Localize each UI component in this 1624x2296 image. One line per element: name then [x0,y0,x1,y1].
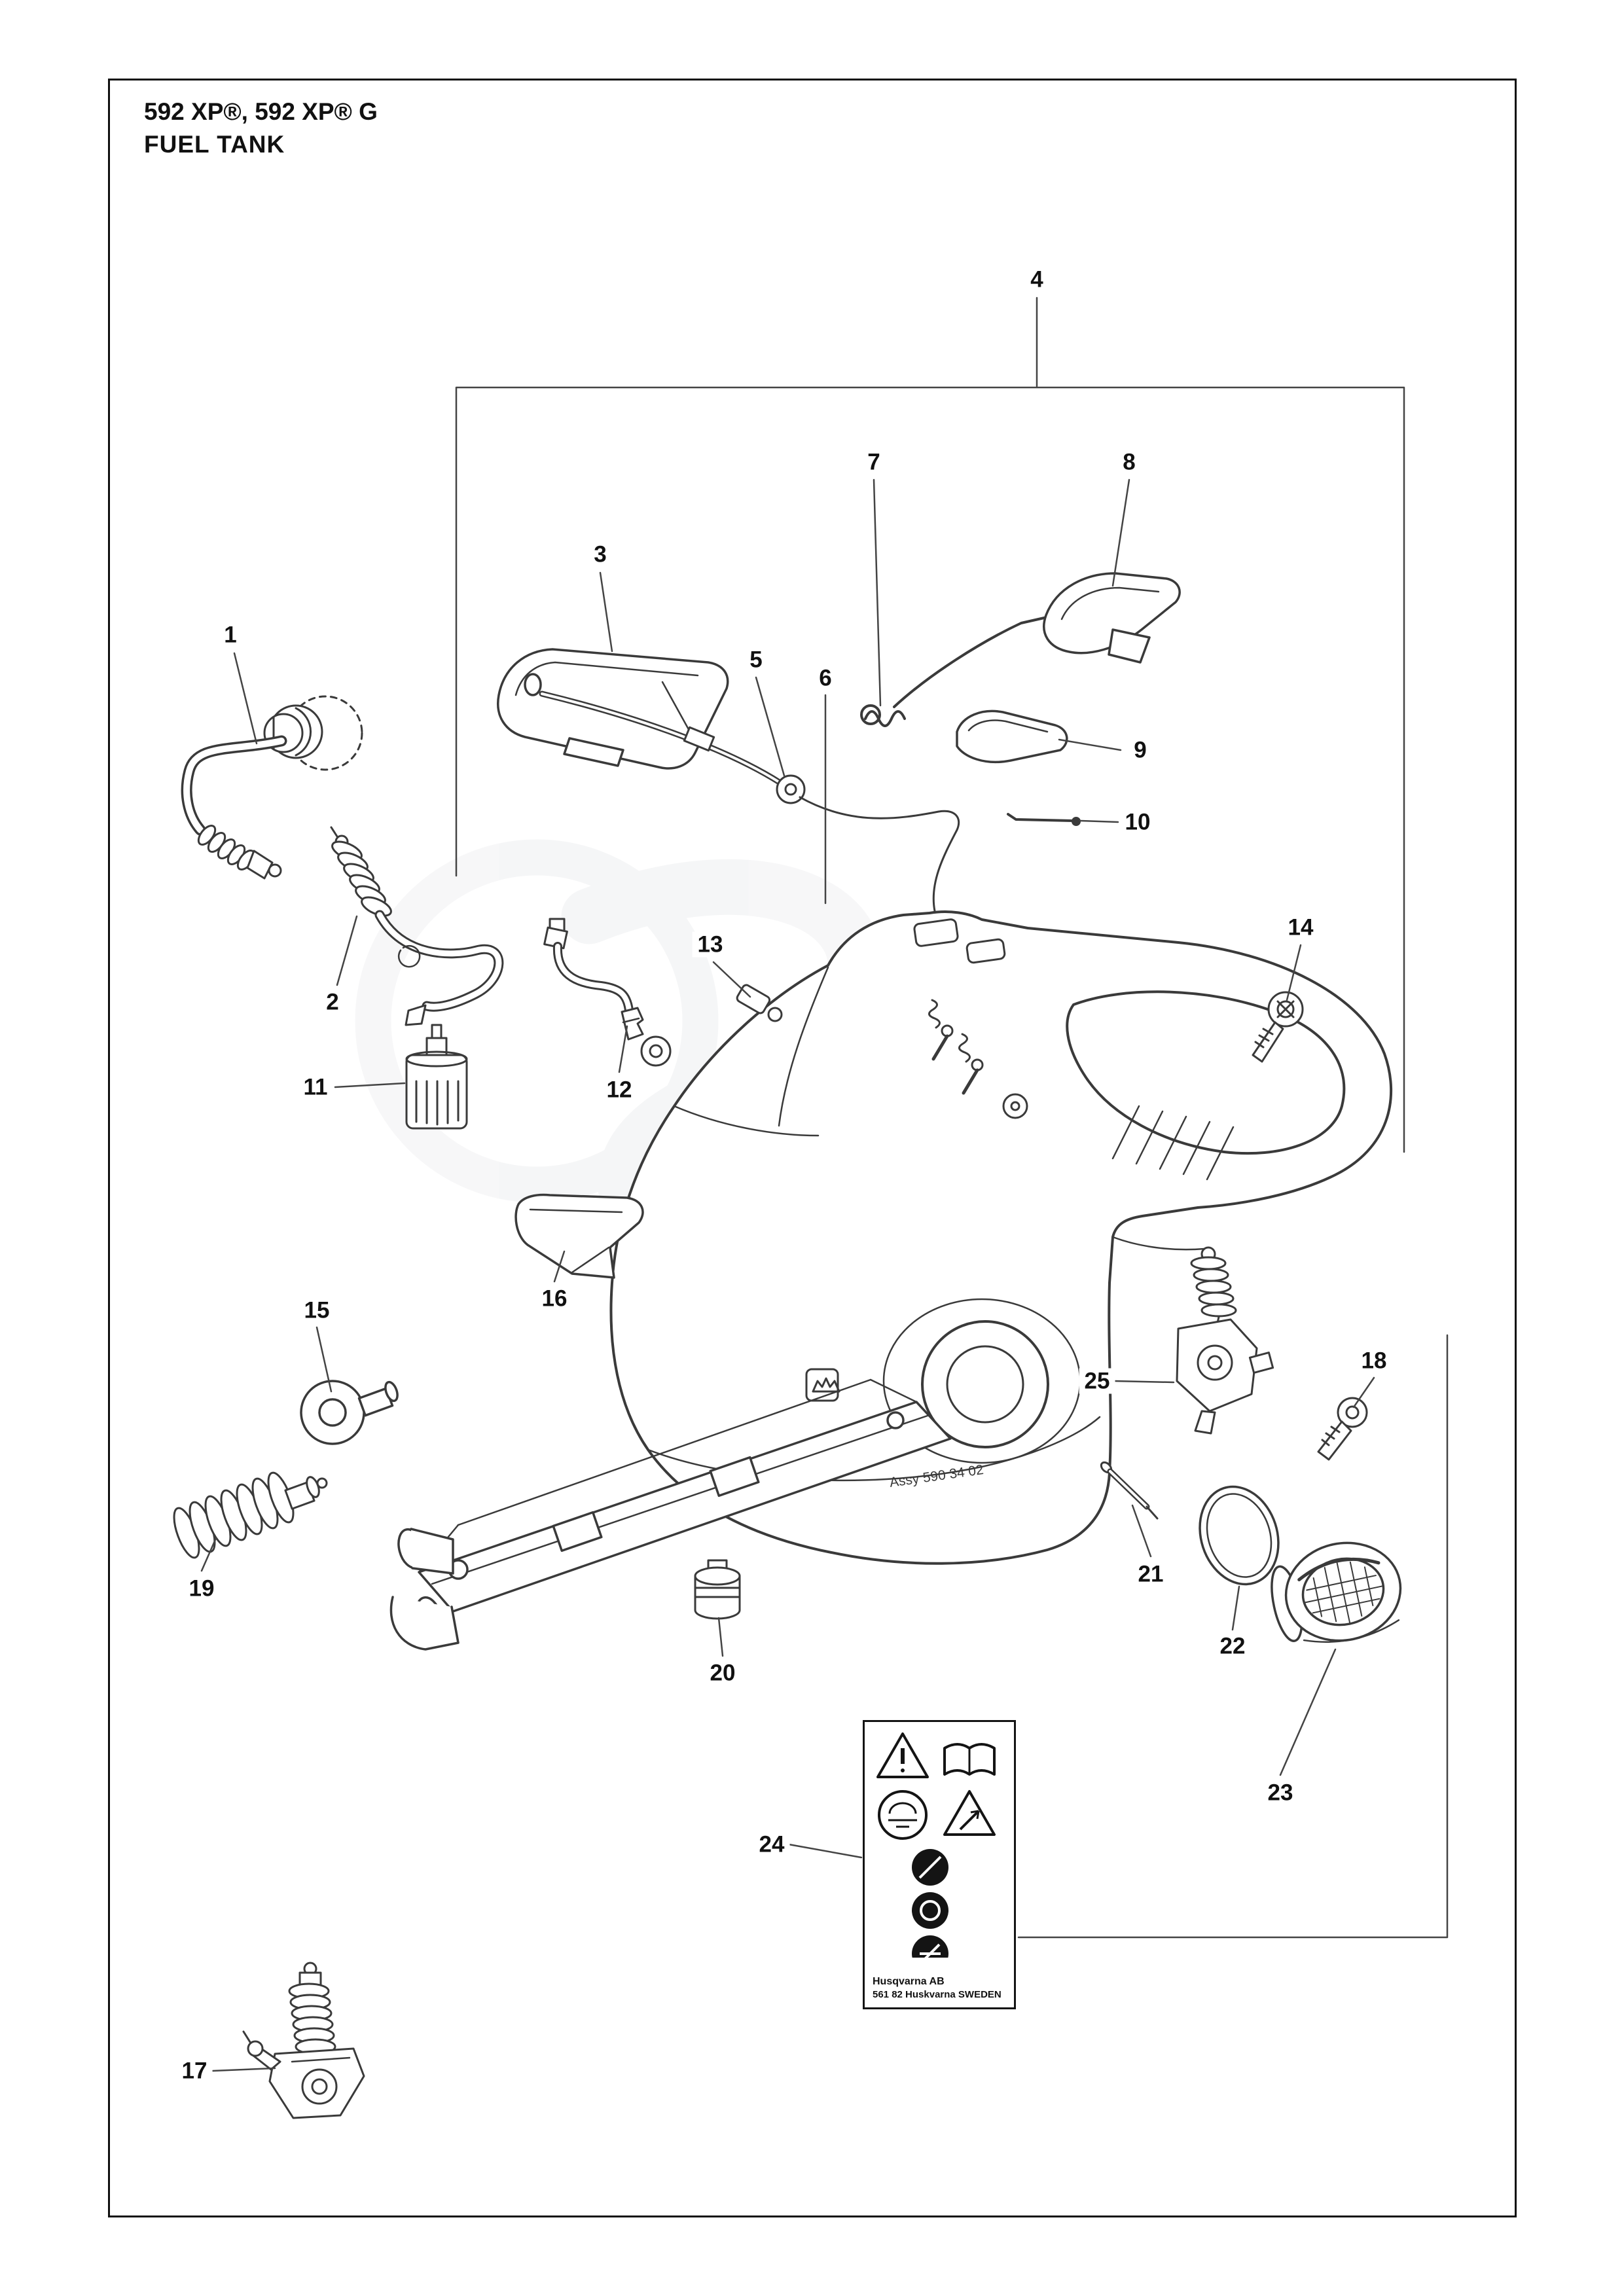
leader-line-21 [1131,1504,1152,1558]
leader-line-3 [599,571,613,653]
leader-line-17 [211,2067,276,2072]
callout-20: 20 [704,1660,741,1686]
part-2-hose-grommet [330,826,504,1026]
callout-22: 22 [1214,1633,1251,1659]
manufacturer-address: 561 82 Huskvarna SWEDEN [873,1989,1001,2000]
leader-lines [200,296,1449,2072]
manual-book-icon [943,1743,996,1776]
part-25-valve-assembly [1176,1246,1274,1435]
callout-19: 19 [183,1575,220,1602]
callout-8: 8 [1117,449,1141,475]
leader-line-24 [787,1843,863,1859]
callout-10: 10 [1119,809,1156,835]
callout-17: 17 [176,2058,213,2084]
assembly-4-bracket [455,386,1405,1153]
callout-25: 25 [1079,1368,1115,1394]
part-21-retainer-pin [1100,1461,1159,1520]
callout-24: 24 [753,1831,790,1857]
callout-4: 4 [1025,266,1049,293]
page-border-frame [108,79,1517,2217]
part-15-buffer [300,1380,399,1445]
leader-line-12 [618,1025,628,1073]
warning-label-icons [876,1732,996,1972]
leader-line-8 [1111,478,1130,587]
callout-9: 9 [1128,737,1152,763]
leader-line-2 [336,915,358,986]
callout-23: 23 [1262,1780,1299,1806]
prohibition-round-icons [912,1849,948,1972]
leader-line-5 [755,676,785,777]
leader-line-22 [1231,1585,1240,1631]
leader-line-19 [200,1537,217,1572]
leader-line-23 [1279,1648,1337,1776]
callout-21: 21 [1132,1561,1169,1587]
part-23-fuel-cap [1271,1541,1402,1643]
tank-screw-spring-2 [958,1033,984,1095]
part-10-pin [1007,813,1081,826]
part-22-sealing-ring [1199,1485,1280,1586]
warning-triangle-icon [876,1732,929,1778]
part-19-spring-bellows [173,1471,328,1559]
leader-line-25 [1113,1380,1175,1384]
part-9-throttle-lockout [956,709,1068,764]
leader-line-18 [1352,1376,1375,1408]
page-header: 592 XP®, 592 XP® G FUEL TANK [144,98,378,158]
leader-line-1 [233,652,258,745]
callout-14: 14 [1282,914,1319,941]
husqvarna-crown-logo [805,1368,840,1402]
callout-5: 5 [744,647,768,673]
callout-18: 18 [1356,1348,1392,1374]
warning-label: Husqvarna AB 561 82 Huskvarna SWEDEN [863,1720,1016,2009]
model-title: 592 XP®, 592 XP® G [144,98,378,125]
fuel-tank-body: Assy 590 34 02 [389,910,1393,1651]
callout-15: 15 [298,1297,335,1323]
part-12-hose-connector [543,918,672,1067]
manufacturer-name: Husqvarna AB [873,1976,945,1987]
part-7-trigger-spring [860,609,1063,727]
warning-label-text: Husqvarna AB 561 82 Huskvarna SWEDEN [873,1975,1001,2001]
callout-2: 2 [321,989,344,1015]
callout-3: 3 [588,541,612,567]
part-14-screw [1252,991,1304,1063]
callout-16: 16 [536,1285,573,1312]
part-20-plug [694,1559,741,1620]
callout-1: 1 [219,622,242,648]
part-8-throttle-trigger [1043,572,1181,664]
part-11-fuel-filter [405,1024,468,1130]
part-3-cover [497,648,729,770]
leader-line-20 [717,1617,724,1657]
leader-line-9 [1058,738,1122,751]
tank-screw-spring-1 [928,999,954,1061]
part-1-fuel-hose-filter [181,695,363,880]
callout-6: 6 [814,665,837,691]
leader-line-11 [334,1082,406,1088]
leader-line-15 [316,1326,333,1393]
cap-assembly-23-bracket [1017,1334,1449,1939]
callout-11: 11 [298,1074,333,1100]
leader-line-10 [1079,819,1119,823]
callout-12: 12 [601,1077,638,1103]
ppe-helmet-icon [878,1790,928,1840]
part-17-valve-spring [242,1962,365,2119]
callout-7: 7 [862,449,886,475]
leader-line-14 [1286,944,1302,1001]
leader-line-13 [712,961,751,998]
kickback-warning-icon [943,1790,996,1836]
leader-line-7 [873,478,882,707]
part-18-screw [1317,1397,1368,1461]
part-16-cover [514,1193,644,1279]
handle-frame-rail [389,1378,952,1651]
callout-13: 13 [692,931,729,958]
part-5-throttle-cable [539,691,960,912]
part-6-throttle-wire [799,796,960,912]
leader-line-16 [553,1250,566,1283]
section-title: FUEL TANK [144,131,285,158]
